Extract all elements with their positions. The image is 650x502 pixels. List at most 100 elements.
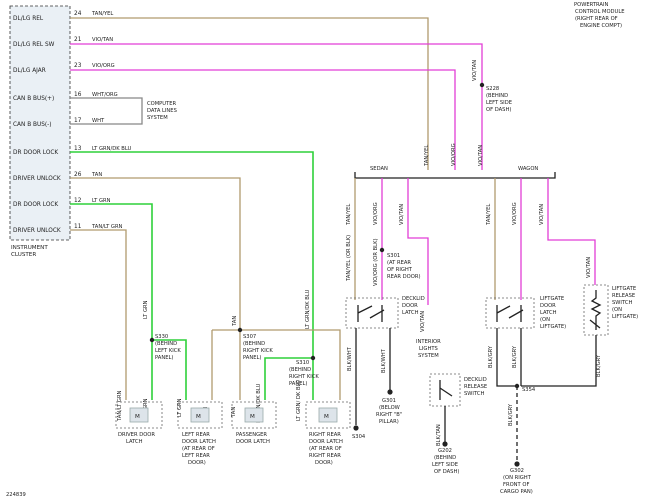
interior-label-2: LIGHTS [419, 346, 438, 352]
pin-label-dr-door-lock-12: DR DOOR LOCK [13, 202, 58, 208]
g301-line-1: G301 [382, 398, 396, 404]
pass-latch-label-1: PASSENGER [236, 432, 267, 438]
g301-line-3: RIGHT "B" [376, 412, 402, 418]
s228-line-2: (BEHIND [486, 93, 508, 99]
wire-label-blkgry-1: BLK/GRY [488, 345, 494, 368]
wire-label-ltgrn-left: LT GRN [143, 300, 149, 319]
pcm-line-3: (RIGHT REAR OF [575, 16, 618, 22]
liftgate-latch-label-2: DOOR [540, 303, 556, 309]
pin-number-12: 12 [74, 198, 82, 204]
g302-line-4: CARGO PAN) [500, 489, 533, 495]
g301-ground-symbol [387, 389, 393, 395]
pin-label-dr-door-lock-13: DR DOOR LOCK [13, 150, 58, 156]
pin-label-driver-unlock-26: DRIVER UNLOCK [13, 176, 61, 182]
pin-label-dllg-rel: DL/LG REL [13, 16, 44, 22]
s301-splice-dot [379, 247, 385, 253]
pin-number-24: 24 [74, 11, 82, 17]
wire-label-tan-mid: TAN [232, 316, 238, 327]
wire-label-vioorg-riser: VIO/ORG [451, 143, 457, 166]
s301-line-4: REAR DOOR) [387, 274, 420, 280]
cluster-title-1: INSTRUMENT [11, 245, 48, 251]
pcm-line-1: POWERTRAIN [574, 2, 608, 8]
cluster-box [9, 5, 71, 241]
pin-number-21: 21 [74, 37, 82, 43]
driver-latch-motor [129, 407, 149, 423]
diagram-id: 224839 [6, 492, 26, 498]
wire-label-blktan: BLK/TAN [436, 424, 442, 446]
wire-tanyel-main [70, 17, 429, 170]
liftgate-latch-switch-symbol [496, 305, 524, 322]
wire-label-blkwht-2: BLK/WHT [381, 348, 387, 373]
s330-line-2: (BEHIND [155, 341, 177, 347]
wire-sedan-viotan [407, 178, 429, 305]
top-harness-wires: COMPUTER DATA LINES SYSTEM VIO/TAN S228 … [70, 17, 512, 170]
wire-liftgate-switch-blkgry [521, 335, 597, 387]
wire-label-tan: TAN [91, 172, 102, 178]
powertrain-control-module: POWERTRAIN CONTROL MODULE (RIGHT REAR OF… [574, 2, 625, 29]
pin-number-26: 26 [74, 172, 82, 178]
s307-line-4: PANEL) [243, 355, 261, 361]
wire-label-wagon-tanyel: TAN/YEL [486, 204, 492, 226]
sedan-label: SEDAN [370, 166, 388, 172]
wire-label-sedan-tanyel-orblk: TAN/YEL (OR BLK) [346, 235, 352, 282]
rr-latch-label-4: RIGHT REAR [309, 453, 341, 459]
can-bus-bracket [132, 97, 143, 125]
right-rear-door-latch: M RIGHT REAR DOOR LATCH (AT REAR OF RIGH… [305, 401, 351, 466]
wire-label-sedan-tanyel: TAN/YEL [346, 204, 352, 226]
liftgate-switch-symbol [589, 290, 602, 330]
wire-label-ltgrndkblu-rr: LT GRN/ DK BLU [296, 380, 302, 421]
decklid-switch-label-2: RELEASE [464, 384, 487, 390]
liftgate-switch-label-5: LIFTGATE) [612, 314, 638, 320]
rr-latch-label-2: DOOR LATCH [309, 439, 343, 445]
wire-label-tanyel: TAN/YEL [91, 11, 113, 17]
sedan-wagon-branch: SEDAN WAGON TAN/YEL VIO/ORG VIO/TAN TAN/… [346, 166, 596, 305]
s301-line-3: OF RIGHT [387, 267, 413, 273]
rr-latch-motor-symbol: M [324, 414, 329, 420]
wire-label-tan-pass: TAN [231, 407, 237, 418]
left-rear-door-latch: M LEFT REAR DOOR LATCH (AT REAR OF LEFT … [177, 401, 223, 466]
wire-label-ltgrn: LT GRN [92, 198, 111, 204]
cluster-title-2: CLUSTER [11, 252, 36, 258]
s304-label: S304 [352, 434, 366, 440]
pcm-line-2: CONTROL MODULE [575, 9, 625, 15]
wire-viotan-main [70, 43, 483, 170]
wire-vioorg-main [70, 69, 456, 170]
liftgate-release-switch: LIFTGATE RELEASE SWITCH (ON LIFTGATE) BL… [500, 257, 638, 495]
pin-number-23: 23 [74, 63, 82, 69]
wire-label-sedan-vioorg-orblk: VIO/ORG (OR BLK) [373, 238, 379, 286]
pass-latch-label-2: DOOR LATCH [236, 439, 270, 445]
wire-label-viotan-interior: VIO/TAN [420, 311, 426, 332]
s330-line-1: S330 [155, 334, 168, 340]
g302-line-2: (ON RIGHT [503, 475, 532, 481]
s310-line-3: RIGHT KICK [289, 374, 319, 380]
data-lines-label-2: DATA LINES [147, 108, 177, 114]
s307-line-2: (BEHIND [243, 341, 265, 347]
pass-latch-box [231, 401, 277, 429]
g202-line-1: G202 [438, 448, 452, 454]
decklid-latch-label-1: DECKLID [402, 296, 425, 302]
rr-latch-box [305, 401, 351, 429]
wire-label-ltgrn-dkblu: LT GRN/DK BLU [92, 146, 131, 152]
s228-line-1: S228 [486, 86, 499, 92]
s310-line-2: (BEHIND [289, 367, 311, 373]
lr-latch-box [177, 401, 223, 429]
wagon-label: WAGON [518, 166, 538, 172]
decklid-latch-switch-symbol [357, 305, 385, 322]
data-lines-label-1: COMPUTER [147, 101, 177, 107]
rr-latch-label-3: (AT REAR OF [309, 446, 342, 452]
s228-line-3: LEFT SIDE [486, 100, 512, 106]
rr-latch-label-1: RIGHT REAR [309, 432, 341, 438]
pin-label-can-b-pos: CAN B BUS(+) [13, 96, 54, 102]
g202-ground-symbol [442, 441, 448, 447]
door-lock-wires: S330 (BEHIND LEFT KICK PANEL) S307 (BEHI… [70, 151, 341, 423]
g202-line-4: OF DASH) [434, 469, 459, 475]
s330-line-4: PANEL) [155, 355, 173, 361]
wire-label-ltgrn-lr: LT GRN [177, 398, 183, 417]
wire-label-viotan-riser: VIO/TAN [472, 60, 478, 81]
g202-line-3: LEFT SIDE [432, 462, 458, 468]
s310-line-4: PANEL) [289, 381, 307, 387]
decklid-latch-label-2: DOOR [402, 303, 418, 309]
wire-label-sedan-viotan: VIO/TAN [399, 204, 405, 225]
wire-tan-main [70, 177, 241, 400]
s330-splice-dot [149, 337, 155, 343]
